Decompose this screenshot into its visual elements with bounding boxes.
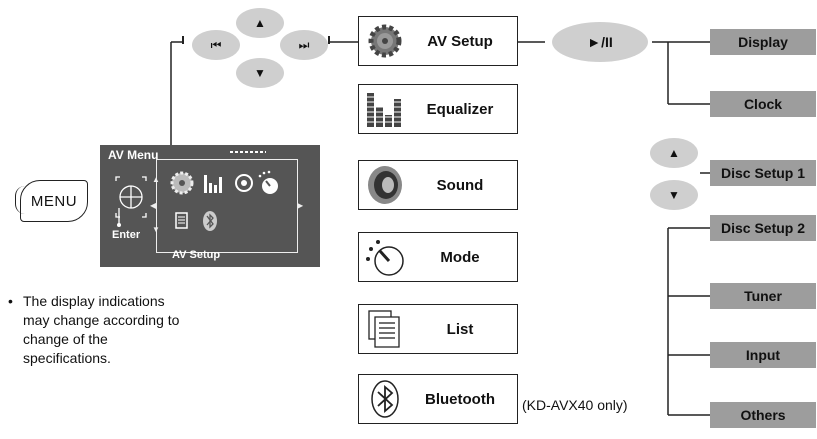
menu-item-sound[interactable]: Sound (358, 160, 518, 210)
menu-button[interactable]: MENU (15, 180, 88, 222)
screen-arrow-left-icon: ◀ (150, 201, 157, 210)
up-arrow-icon: ▲ (668, 146, 680, 160)
down-arrow-icon: ▼ (668, 188, 680, 202)
bluetooth-model-note: (KD-AVX40 only) (522, 397, 628, 413)
down-button[interactable]: ▼ (236, 58, 284, 88)
screen-arrow-up-icon: ▲ (152, 175, 160, 184)
enter-dial-icon (115, 176, 147, 227)
setup-item-label: Disc Setup 2 (720, 220, 806, 236)
setup-item-tuner[interactable]: Tuner (710, 283, 816, 309)
up-arrow-icon: ▲ (254, 16, 266, 30)
prev-button[interactable]: ⏮ (192, 30, 240, 60)
setup-up-button[interactable]: ▲ (650, 138, 698, 168)
screen-footer: AV Setup (172, 249, 221, 261)
mini-list-icon (175, 212, 188, 229)
setup-item-disc-setup-1[interactable]: Disc Setup 1 (710, 160, 816, 186)
equalizer-icon (365, 93, 405, 127)
gear-icon (368, 24, 402, 58)
setup-item-label: Tuner (744, 288, 782, 304)
disclaimer-note: • The display indications may change acc… (8, 292, 188, 368)
list-icon (368, 310, 400, 348)
setup-item-clock[interactable]: Clock (710, 91, 816, 117)
screen-arrow-down-icon: ▼ (152, 225, 160, 234)
menu-item-label: Mode (440, 248, 480, 266)
menu-item-list[interactable]: List (358, 304, 518, 354)
mini-bluetooth-icon (203, 211, 217, 231)
bluetooth-icon (371, 380, 399, 418)
menu-item-bluetooth[interactable]: Bluetooth (358, 374, 518, 424)
menu-item-label: Bluetooth (425, 390, 495, 408)
mini-speaker-icon (235, 174, 253, 192)
setup-item-label: Others (740, 407, 786, 423)
prev-icon: ⏮ (210, 37, 222, 52)
mini-equalizer-icon (204, 175, 222, 193)
menu-item-equalizer[interactable]: Equalizer (358, 84, 518, 134)
enter-label: Enter (112, 229, 141, 241)
bullet-icon: • (8, 293, 13, 309)
mini-gear-icon (170, 171, 194, 195)
setup-item-disc-setup-2[interactable]: Disc Setup 2 (710, 215, 816, 241)
setup-item-label: Clock (743, 96, 783, 112)
screen-title: AV Menu (108, 148, 159, 162)
screen-arrow-right-icon: ▶ (297, 201, 304, 210)
down-arrow-icon: ▼ (254, 66, 266, 80)
menu-item-av-setup[interactable]: AV Setup (358, 16, 518, 66)
setup-item-others[interactable]: Others (710, 402, 816, 428)
disclaimer-text: The display indications may change accor… (23, 293, 180, 366)
menu-item-mode[interactable]: Mode (358, 232, 518, 282)
screen-menu-icons (170, 170, 278, 231)
next-icon: ⏭ (298, 37, 310, 52)
play-pause-button[interactable]: ►/II (552, 22, 648, 62)
mode-dial-icon (366, 240, 404, 276)
menu-item-label: AV Setup (427, 32, 493, 50)
menu-button-label: MENU (30, 192, 78, 210)
mini-dial-icon (258, 170, 278, 194)
menu-item-label: Equalizer (426, 100, 494, 118)
setup-item-label: Display (738, 34, 788, 50)
setup-item-label: Disc Setup 1 (720, 165, 806, 181)
setup-down-button[interactable]: ▼ (650, 180, 698, 210)
setup-item-display[interactable]: Display (710, 29, 816, 55)
nav-bracket-left (182, 36, 184, 44)
av-menu-screen: AV Menu Enter ▲ ◀ ▶ ▼ (100, 145, 320, 267)
up-button[interactable]: ▲ (236, 8, 284, 38)
setup-item-input[interactable]: Input (710, 342, 816, 368)
nav-bracket-right (328, 36, 330, 44)
speaker-icon (368, 166, 402, 204)
screen-icon-frame (156, 159, 298, 253)
setup-item-label: Input (745, 347, 781, 363)
next-button[interactable]: ⏭ (280, 30, 328, 60)
menu-item-label: Sound (436, 176, 484, 194)
screen-level-indicator (230, 151, 266, 153)
play-pause-icon: ►/II (587, 34, 613, 50)
menu-item-label: List (446, 320, 474, 338)
